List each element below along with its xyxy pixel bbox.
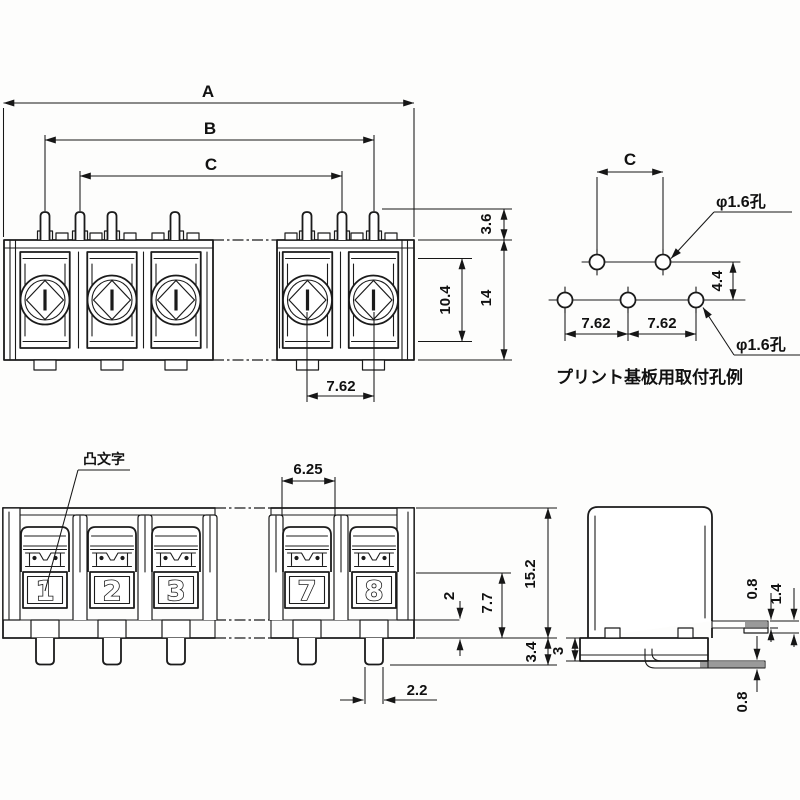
- dim-label-0.8-top: 0.8: [744, 579, 761, 600]
- dim-label-A: A: [202, 82, 214, 101]
- lower-solder-pin: [644, 648, 766, 669]
- end-wall-left: [2, 507, 21, 621]
- mounting-holes: [556, 248, 705, 314]
- upper-solder-pin: [711, 620, 769, 634]
- separator-walls: [72, 514, 349, 620]
- dim-label-2.2: 2.2: [407, 682, 428, 699]
- dim-label-15.2: 15.2: [522, 559, 539, 588]
- dim-label-6.25: 6.25: [293, 461, 322, 478]
- side-base: [579, 637, 709, 662]
- top-view-dimensions: A B C 10.4 3.6 14 7.62: [2, 82, 512, 402]
- embossed-label: 凸文字: [83, 451, 125, 467]
- side-body: [587, 506, 713, 638]
- dim-label-7.62-pitch: 7.62: [326, 378, 355, 395]
- dim-label-C: C: [205, 155, 217, 174]
- terminal-number-3: 3: [167, 576, 186, 607]
- pcb-hole-pattern-view: C 4.4 7.62 7.62 φ1.6孔 φ1.6孔 プリント基板用取付孔例: [548, 150, 800, 387]
- dim-label-10.4: 10.4: [437, 285, 454, 315]
- dim-label-7.62-left: 7.62: [581, 315, 610, 332]
- dim-label-3.6: 3.6: [478, 214, 495, 235]
- dim-label-7.7: 7.7: [479, 593, 496, 614]
- dim-label-2: 2: [441, 592, 458, 600]
- solder-pins-top: [36, 211, 383, 241]
- feet-and-pins: [30, 619, 389, 666]
- screw-cell-3: [149, 250, 203, 350]
- dim-label-4.4: 4.4: [709, 270, 726, 292]
- dim-label-7.62-right: 7.62: [647, 315, 676, 332]
- mounting-feet-top-view: [33, 359, 386, 371]
- dim-label-B: B: [204, 119, 216, 138]
- rail-bumps: [55, 232, 398, 241]
- hole-callout-top: φ1.6孔: [716, 193, 766, 211]
- side-view: 3 0.8 0.8 1.4: [550, 506, 799, 713]
- terminal-number-1: 1: [36, 576, 55, 607]
- front-view-dimensions: 凸文字 6.25 2 7.7 15.2 3.4 2.2: [44, 451, 557, 704]
- end-wall-right: [396, 507, 415, 621]
- screw-cell-2: [85, 250, 139, 350]
- dim-label-0.8-bottom: 0.8: [734, 692, 751, 713]
- dim-label-1.4: 1.4: [768, 583, 785, 605]
- front-view: 1 2 3 7 8: [2, 507, 460, 666]
- hole-callout-bottom: φ1.6孔: [736, 336, 786, 354]
- screw-cell-1: [18, 250, 72, 350]
- dim-label-pcb-C: C: [624, 150, 636, 169]
- terminal-number-8: 8: [365, 576, 384, 607]
- terminal-number-7: 7: [298, 576, 317, 607]
- pcb-caption: プリント基板用取付孔例: [556, 367, 743, 387]
- dim-label-3.4: 3.4: [523, 641, 540, 663]
- top-view: [3, 211, 415, 371]
- terminal-number-2: 2: [103, 576, 122, 607]
- dim-label-14: 14: [478, 289, 495, 306]
- dim-label-3: 3: [550, 647, 567, 655]
